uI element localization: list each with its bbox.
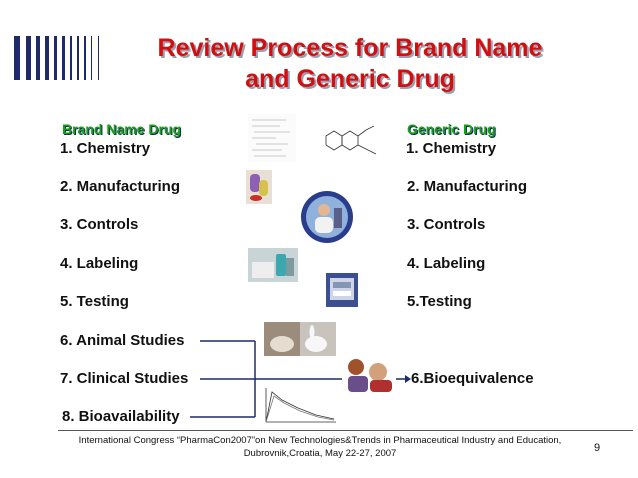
decorative-bars (14, 36, 134, 80)
chemistry-document-image (248, 114, 296, 162)
brand-item-labeling: 4. Labeling (60, 255, 139, 272)
chemical-structure-image (325, 125, 377, 155)
lab-worker-image (301, 191, 353, 243)
brand-item-animal-studies: 6. Animal Studies (60, 332, 185, 349)
brand-item-manufacturing: 2. Manufacturing (60, 178, 181, 195)
generic-item-bioequivalence: 6.Bioequivalence (411, 370, 534, 387)
brand-item-controls: 3. Controls (60, 216, 139, 233)
brand-item-testing: 5. Testing (60, 293, 129, 310)
brand-heading: Brand Name Drug (62, 121, 182, 137)
footer-line-1: International Congress “PharmaCon2007”on… (78, 435, 562, 446)
labeling-image (248, 248, 298, 282)
page-number: 9 (594, 442, 601, 454)
pills-image (246, 170, 272, 204)
slide-title: Review Process for Brand Name and Generi… (120, 33, 580, 95)
generic-item-controls: 3. Controls (407, 216, 486, 233)
generic-heading: Generic Drug (407, 121, 496, 137)
brand-item-bioavailability: 8. Bioavailability (62, 408, 180, 425)
footer-line-2: Dubrovnik,Croatia, May 22-27, 2007 (243, 448, 397, 459)
testing-instrument-image (326, 273, 358, 307)
title-line-1: Review Process for Brand Name (157, 34, 543, 62)
animal-studies-image (264, 322, 336, 356)
footer-divider (58, 430, 633, 431)
generic-item-chemistry: 1. Chemistry (406, 140, 497, 157)
brand-item-clinical-studies: 7. Clinical Studies (60, 370, 189, 387)
generic-item-manufacturing: 2. Manufacturing (407, 178, 528, 195)
generic-item-testing: 5.Testing (407, 293, 472, 310)
brand-item-chemistry: 1. Chemistry (60, 140, 151, 157)
bioavailability-graph-image (258, 384, 340, 428)
clinical-studies-image (342, 354, 396, 394)
generic-item-labeling: 4. Labeling (407, 255, 486, 272)
footer: International Congress “PharmaCon2007”on… (60, 434, 580, 460)
arrow-head (405, 375, 411, 383)
title-line-2: and Generic Drug (245, 65, 455, 93)
